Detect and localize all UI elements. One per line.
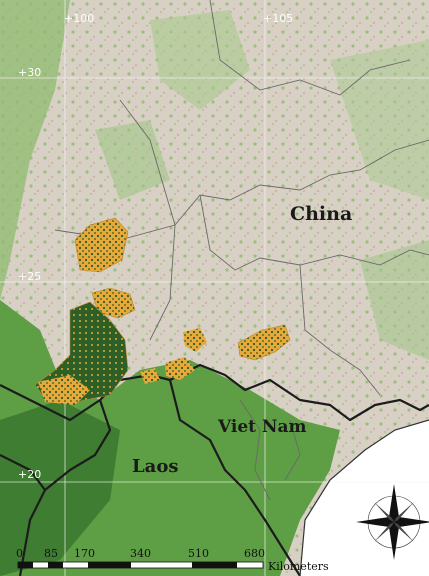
scale-tick-340: 340: [130, 547, 151, 560]
north-arrow-icon: [356, 484, 429, 560]
coastline: [299, 419, 429, 576]
scale-tick-170: 170: [74, 547, 95, 560]
scale-tick-680: 680: [244, 547, 265, 560]
scale-unit: Kilometers: [268, 560, 329, 573]
lat-label-20: +20: [18, 468, 41, 481]
country-label-vietnam: Viet Nam: [217, 417, 306, 437]
country-label-china: China: [290, 203, 352, 225]
scale-tick-0: 0: [16, 547, 23, 560]
internal-boundaries: [54, 0, 429, 501]
lon-label-105: +105: [263, 12, 293, 25]
study-areas: [34, 217, 291, 405]
lat-label-30: +30: [18, 66, 41, 79]
lon-label-100: +100: [64, 12, 94, 25]
scale-bar: 0 85 170 340 510 680 Kilometers: [16, 547, 329, 573]
country-label-laos: Laos: [132, 456, 178, 477]
scale-tick-85: 85: [44, 547, 58, 560]
scale-tick-510: 510: [188, 547, 209, 560]
lat-label-25: +25: [18, 270, 41, 283]
country-borders: [0, 363, 429, 576]
